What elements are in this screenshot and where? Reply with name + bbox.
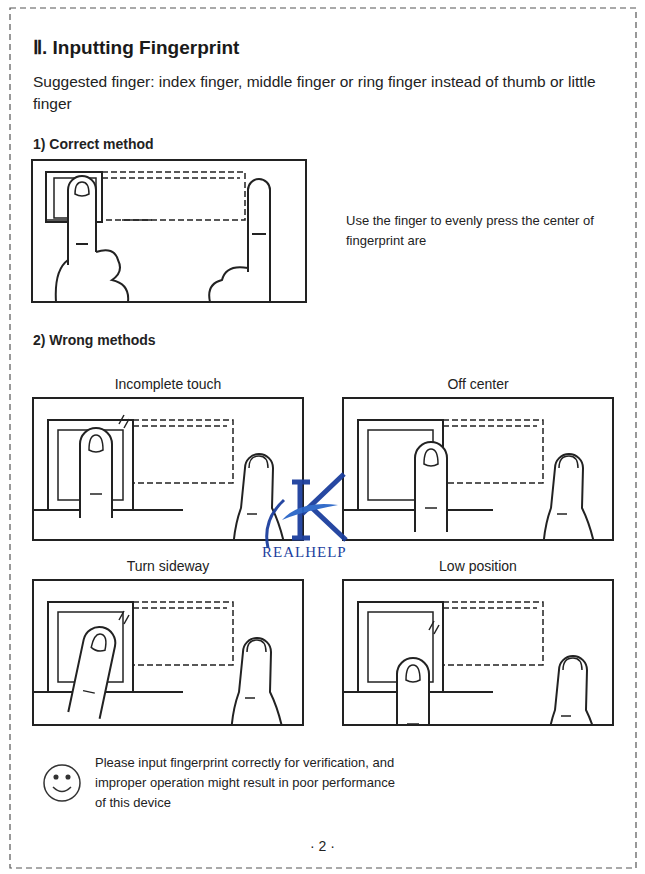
page-heading: Ⅱ. Inputting Fingerprint [33, 36, 239, 59]
section-heading: 1) Correct method [33, 136, 333, 152]
panel-caption: Incomplete touch [33, 376, 303, 392]
correct-method-illustration [32, 160, 306, 302]
intro-text: Suggested finger: index finger, middle f… [33, 71, 623, 115]
method-panel: Incomplete touch [33, 398, 303, 540]
panel-caption: Low position [343, 558, 613, 574]
instruction-text: Use the finger to evenly press the cente… [346, 211, 628, 251]
method-panel: Turn sideway [33, 580, 303, 725]
page-number: · 2 · [0, 838, 645, 854]
method-panel: Off center [343, 398, 613, 540]
wrong-method-illustrations [33, 398, 613, 788]
smiley-icon [44, 765, 80, 801]
page-border [10, 8, 636, 868]
panel-caption: Turn sideway [33, 558, 303, 574]
method-panel: Low position [343, 580, 613, 725]
watermark-logo [267, 474, 346, 548]
section-heading: 2) Wrong methods [33, 332, 333, 348]
watermark-text: REALHELP [262, 544, 387, 561]
note-text: Please input fingerprint correctly for v… [95, 753, 395, 813]
panel-caption: Off center [343, 376, 613, 392]
